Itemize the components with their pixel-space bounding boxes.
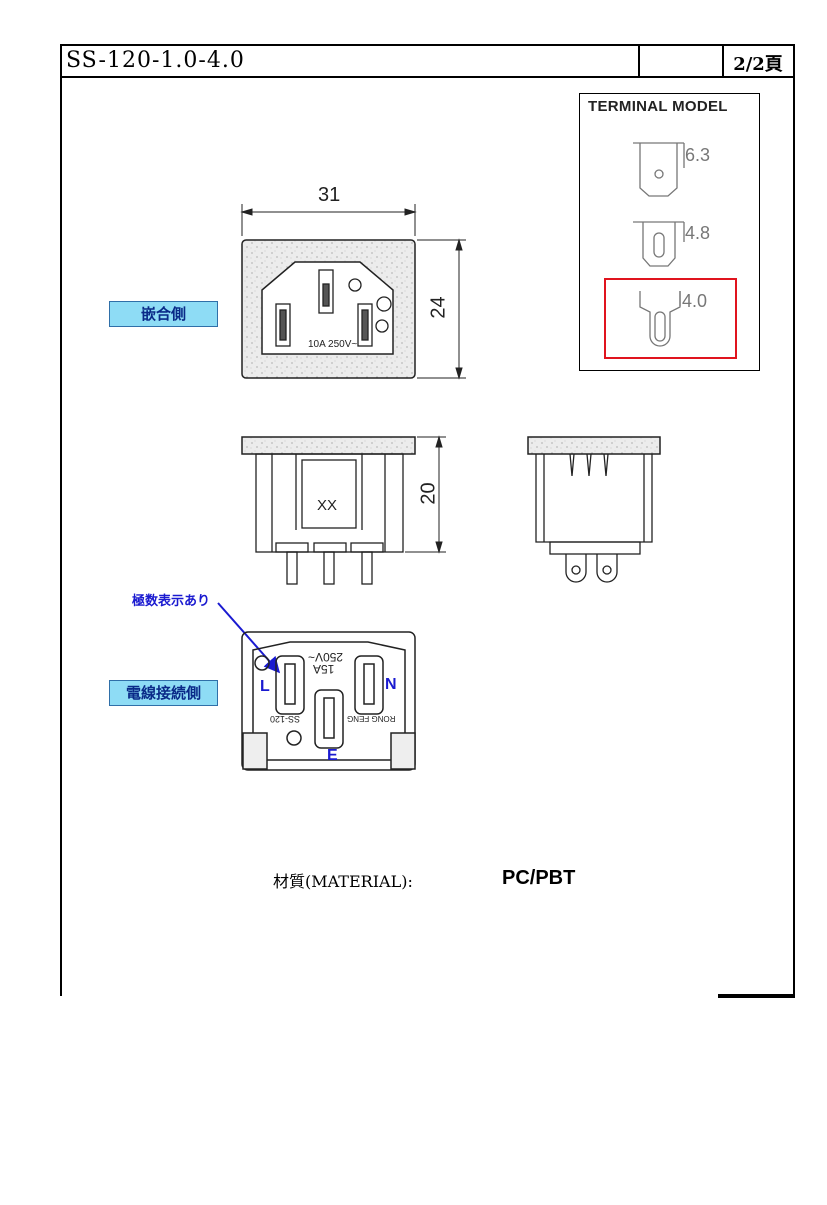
dimension-width: 31 <box>318 184 341 206</box>
page-number: 2/2頁 <box>733 54 783 75</box>
drawing-number: SS-120-1.0-4.0 <box>66 48 245 73</box>
back-maker-text: RONG FENG <box>347 714 396 723</box>
terminal-model-box: TERMINAL MODEL <box>579 93 760 371</box>
material-label: 材質(MATERIAL): <box>273 872 413 891</box>
terminal-model-title: TERMINAL MODEL <box>588 98 728 115</box>
back-model-text: SS-120 <box>270 714 301 724</box>
pin-label-line: L <box>260 678 270 695</box>
terminal-label-4-0: 4.0 <box>682 291 708 311</box>
side-marking-text: XX <box>317 497 338 514</box>
title-block: SS-120-1.0-4.0 2/2頁 <box>60 44 795 78</box>
frame-left-border <box>60 78 62 996</box>
frame-right-border <box>793 78 795 996</box>
mating-side-label: 嵌合側 <box>109 301 218 327</box>
back-rating-amp: 15A <box>313 662 335 676</box>
title-empty-cell <box>638 46 724 76</box>
pin-label-earth: E <box>327 747 338 764</box>
dimension-depth: 20 <box>417 482 440 505</box>
front-rating-text: 10A 250V~ <box>308 339 358 350</box>
back-rating-volt: 250V~ <box>308 650 344 664</box>
poles-marking-note: 極数表示あり <box>132 594 211 609</box>
dimension-height: 24 <box>427 296 450 319</box>
pin-label-neutral: N <box>385 676 397 693</box>
wire-side-label: 電線接続側 <box>109 680 218 706</box>
material-value: PC/PBT <box>502 867 576 889</box>
selected-terminal-highlight <box>604 278 737 359</box>
terminal-label-4-8: 4.8 <box>685 223 711 243</box>
terminal-label-6-3: 6.3 <box>685 145 711 165</box>
frame-bottom-mark <box>718 994 795 998</box>
